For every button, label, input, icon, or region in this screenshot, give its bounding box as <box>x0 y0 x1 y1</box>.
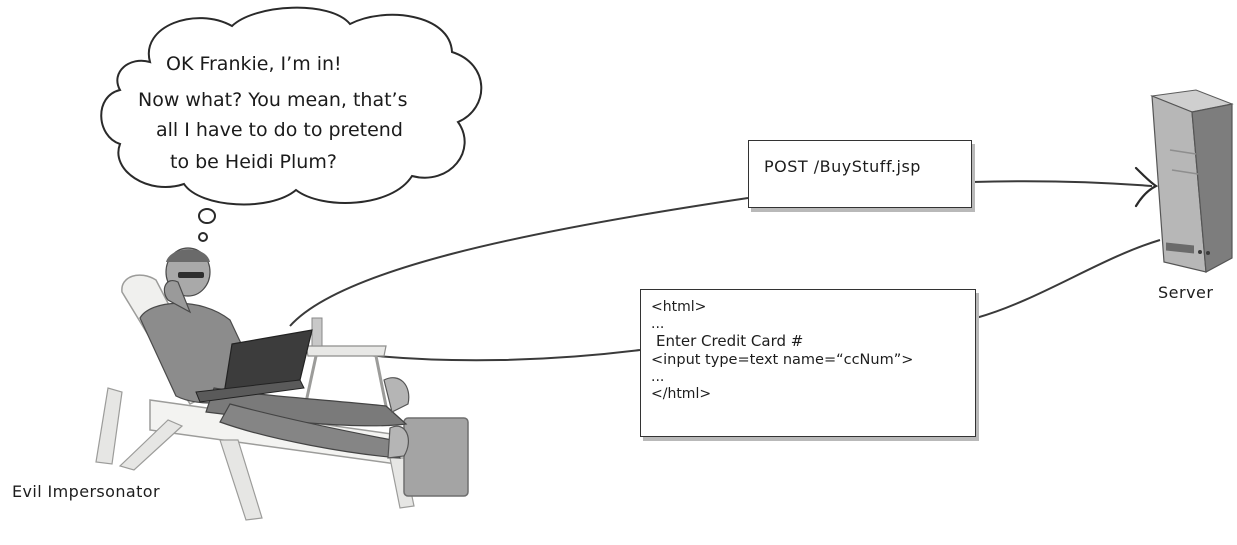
evil-impersonator-illustration <box>95 247 469 521</box>
request-box: POST /BuyStuff.jsp <box>748 140 972 208</box>
briefcase <box>403 417 469 497</box>
response-line-input: <input type=text name=“ccNum”> <box>651 352 914 368</box>
response-box: <html> ... Enter Credit Card # <input ty… <box>640 289 976 437</box>
request-box-text: POST /BuyStuff.jsp <box>764 157 921 176</box>
response-line-html-open: <html> <box>651 299 707 315</box>
response-line-html-close: </html> <box>651 386 712 402</box>
thought-line-2: Now what? You mean, that’s <box>138 89 408 111</box>
thought-cloud <box>100 6 483 242</box>
request-arrow-line <box>289 197 749 327</box>
thought-line-1: OK Frankie, I’m in! <box>166 53 342 75</box>
response-line-from-server <box>975 239 1161 319</box>
thought-line-3: all I have to do to pretend <box>156 119 403 141</box>
response-line-ellipsis-2: ... <box>651 369 665 385</box>
arrowhead-icon <box>1134 166 1159 208</box>
thought-line-4: to be Heidi Plum? <box>170 151 337 173</box>
server-icon <box>1150 89 1234 273</box>
response-line-ellipsis-1: ... <box>651 316 665 332</box>
response-line-prompt: Enter Credit Card # <box>656 332 804 350</box>
server-label: Server <box>1158 283 1214 302</box>
thought-dot-small <box>198 232 208 242</box>
thought-dot-large <box>198 208 216 224</box>
impersonator-label: Evil Impersonator <box>12 482 160 501</box>
request-arrow-to-server <box>971 180 1153 187</box>
side-table <box>305 345 387 357</box>
